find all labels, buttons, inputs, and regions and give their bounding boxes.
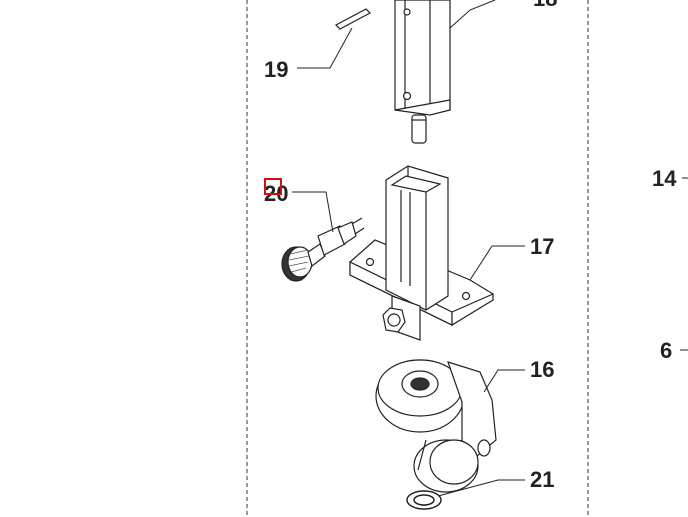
callout-20-hotspot[interactable]	[264, 178, 282, 195]
leader-lines	[292, 0, 688, 497]
callout-label-6: 6	[660, 338, 673, 363]
callout-label-21: 21	[530, 467, 555, 492]
caster-part	[375, 359, 497, 493]
callout-label-16: 16	[530, 357, 555, 382]
bracket-part	[349, 165, 495, 341]
dashed-guide-lines	[246, 0, 589, 517]
callout-label-19: 19	[264, 57, 289, 82]
callout-label-17: 17	[530, 234, 555, 259]
callout-label-18: 18	[533, 0, 557, 10]
washer-part	[406, 490, 442, 510]
upper-tube-part	[394, 0, 451, 144]
pin-part	[335, 8, 371, 30]
callout-label-14: 14	[652, 166, 677, 191]
indexing-plunger-part	[281, 217, 365, 282]
